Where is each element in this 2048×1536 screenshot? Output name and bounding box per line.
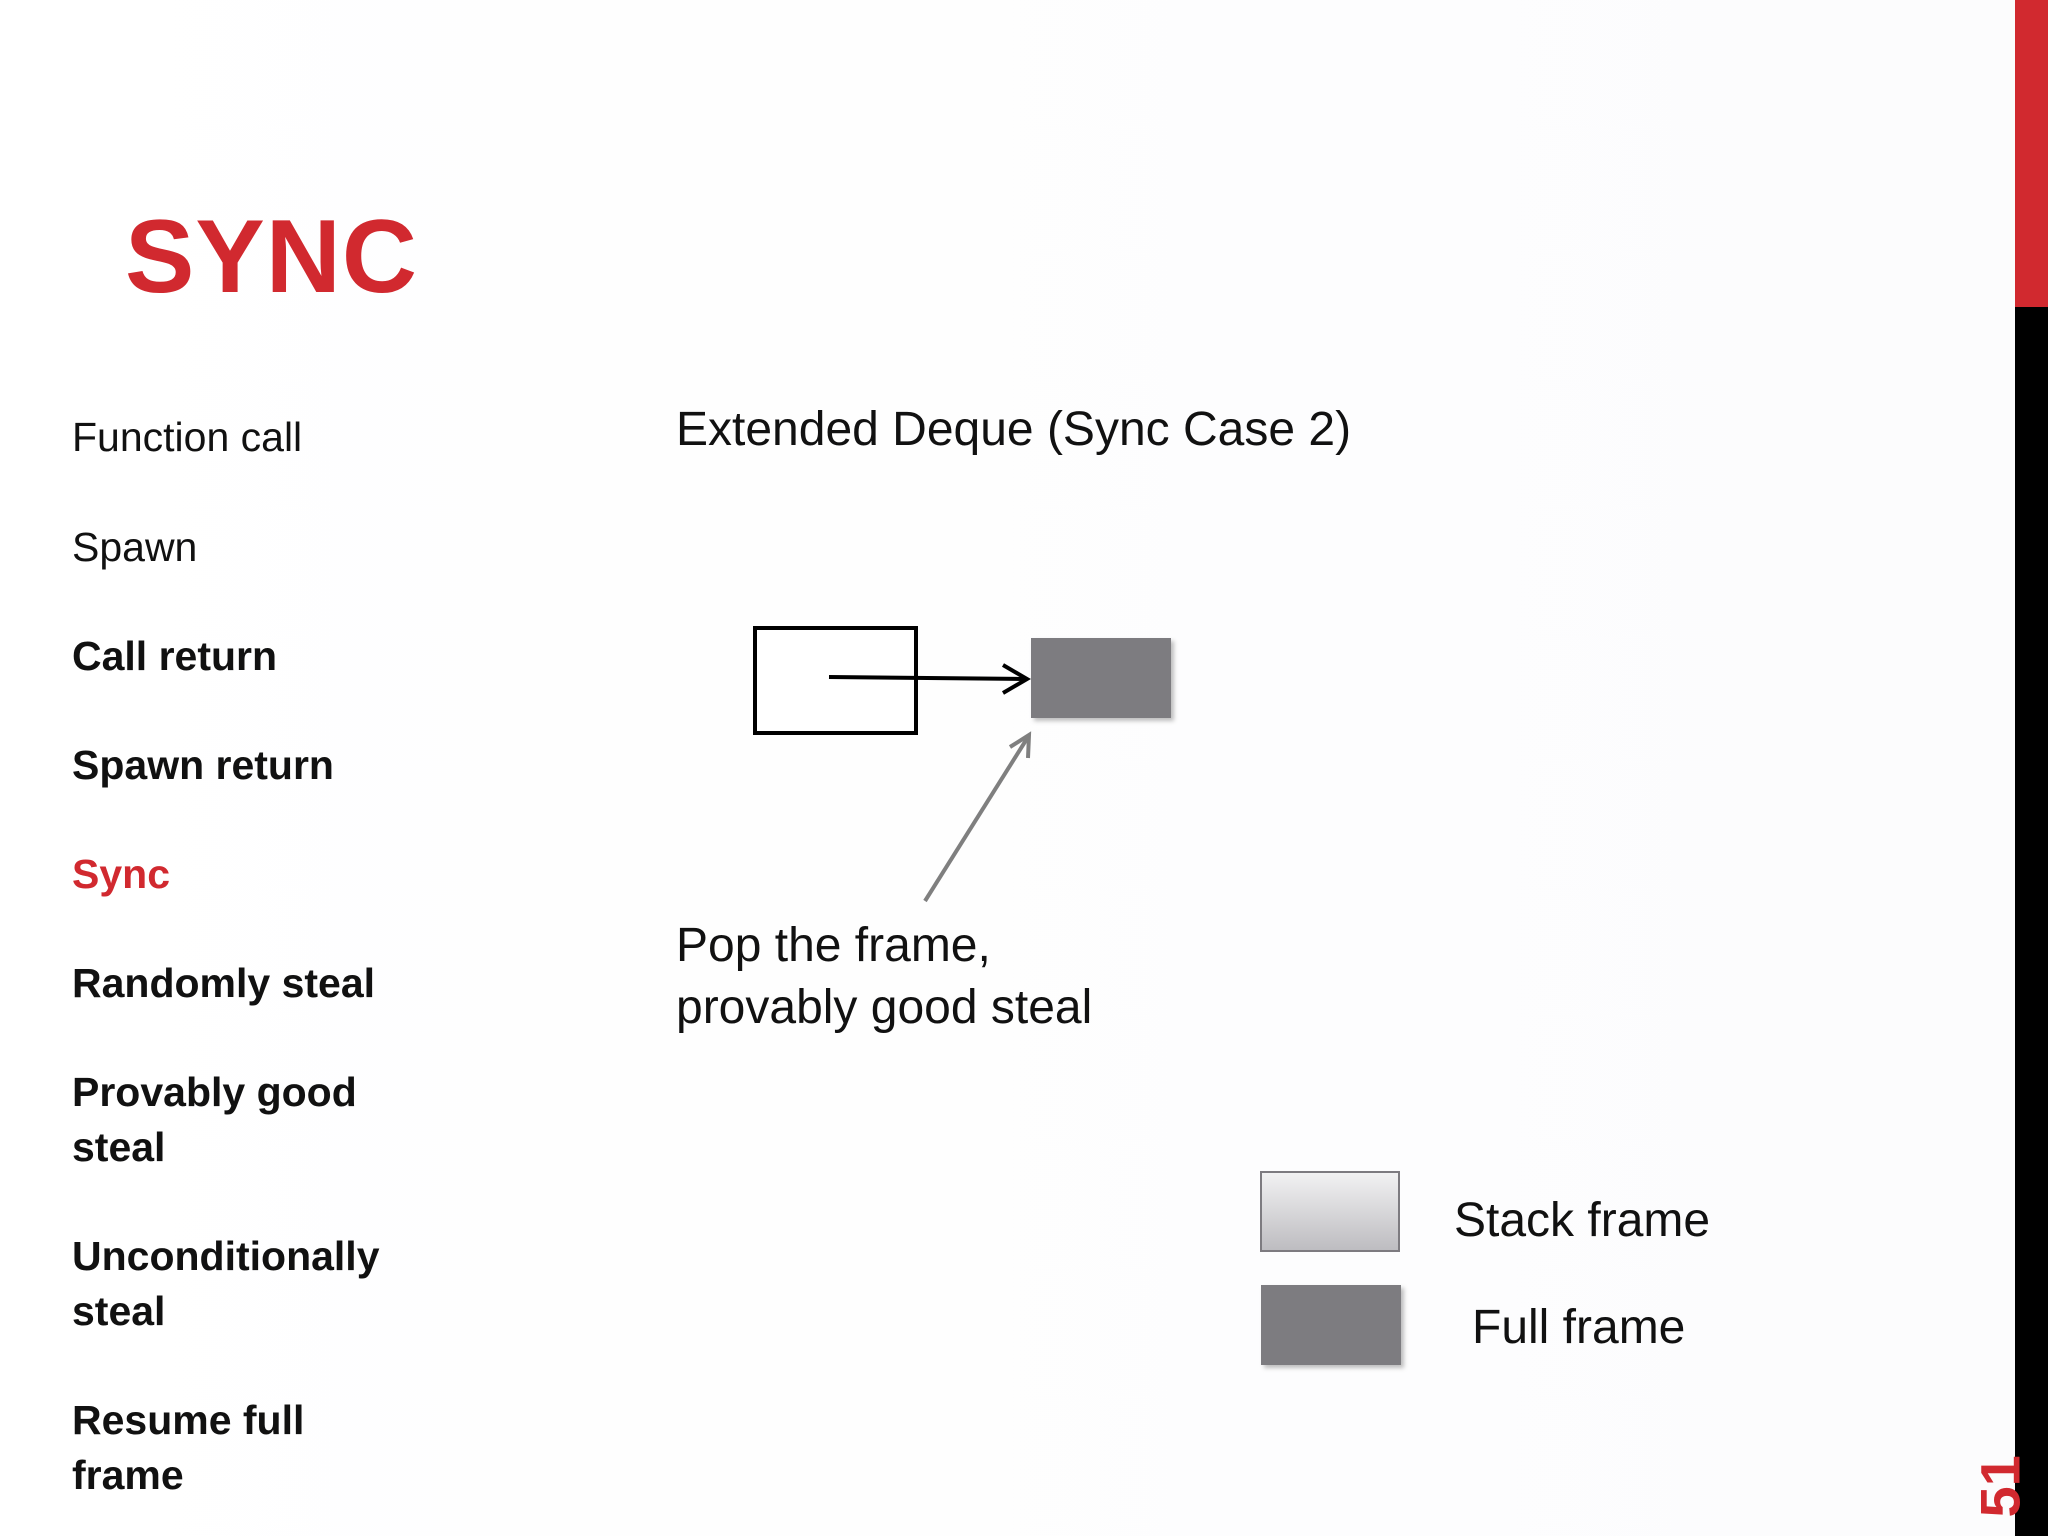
topic-function-call: Function call [72, 414, 303, 460]
pop-annotation-line1: Pop the frame, [676, 919, 991, 972]
slide-title: SYNC [125, 199, 418, 315]
diagram-title: Extended Deque (Sync Case 2) [676, 403, 1352, 456]
topic-unconditionally-steal: Unconditionally steal [72, 1233, 380, 1334]
legend-stack-frame-swatch [1260, 1171, 1400, 1252]
topic-resume-full-frame: Resume full frame [72, 1397, 305, 1498]
legend-full-frame-swatch [1261, 1285, 1401, 1365]
topic-call-return: Call return [72, 633, 278, 679]
legend-stack-frame-label: Stack frame [1454, 1194, 1711, 1247]
deque-slot-box [753, 626, 918, 735]
legend-full-frame-label: Full frame [1472, 1301, 1686, 1354]
full-frame-box [1031, 638, 1171, 718]
topic-sync-current: Sync [72, 851, 170, 897]
side-accent-red [2015, 0, 2048, 307]
topic-provably-good-steal: Provably good steal [72, 1069, 357, 1170]
topic-spawn-return: Spawn return [72, 742, 334, 788]
pop-annotation-line2: provably good steal [676, 981, 1093, 1034]
topic-spawn: Spawn [72, 524, 198, 570]
topic-randomly-steal: Randomly steal [72, 960, 376, 1006]
pointer-arrow [828, 663, 1031, 695]
pop-annotation: Pop the frame, provably good steal [676, 915, 1092, 1039]
side-accent-bar [2015, 0, 2048, 1536]
annotation-arrow [923, 731, 1032, 903]
